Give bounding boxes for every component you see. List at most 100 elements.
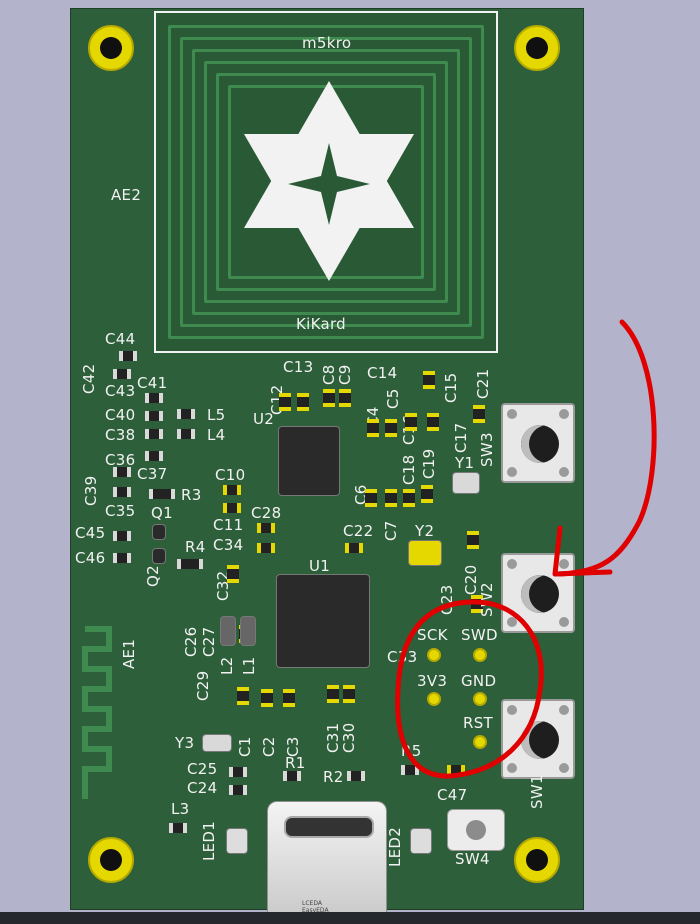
capacitor [421, 485, 433, 503]
label-c24: C24 [187, 779, 218, 797]
antenna-coil [204, 61, 448, 303]
push-button-sw4[interactable] [447, 809, 505, 851]
logo-line: EasyEDA [302, 907, 329, 914]
label-c13: C13 [283, 358, 314, 376]
label-l3: L3 [171, 800, 190, 818]
crystal-y1 [453, 473, 479, 493]
capacitor [145, 393, 163, 403]
button-pin [507, 617, 517, 627]
button-pin [559, 409, 569, 419]
annotation-arrowhead [552, 525, 613, 577]
led-2 [411, 829, 431, 853]
test-pad-sck [427, 648, 441, 662]
inductor [177, 429, 195, 439]
label-l5: L5 [207, 406, 226, 424]
push-button-sw2[interactable] [501, 553, 575, 633]
hexagram-logo [244, 81, 414, 281]
capacitor [113, 553, 131, 563]
nfc-antenna-area: m5kro KiKard [154, 11, 498, 353]
label-c38: C38 [105, 426, 136, 444]
push-button-sw3[interactable] [501, 403, 575, 483]
capacitor [423, 371, 435, 389]
label-r1: R1 [285, 754, 306, 772]
resistor [149, 489, 175, 499]
label-c22: C22 [343, 522, 374, 540]
capacitor [365, 489, 377, 507]
pad-label-gnd: GND [461, 672, 497, 690]
label-c14: C14 [367, 364, 398, 382]
pad-label-swd: SWD [461, 626, 498, 644]
capacitor [405, 413, 417, 431]
capacitor [279, 393, 291, 411]
mounting-hole-top-right [514, 25, 560, 71]
label-c25: C25 [187, 760, 218, 778]
button-pin [559, 763, 569, 773]
pad-label-sck: SCK [417, 626, 448, 644]
label-u2: U2 [253, 410, 275, 428]
capacitor [113, 467, 131, 477]
resistor [283, 771, 301, 781]
capacitor [223, 485, 241, 495]
capacitor [427, 413, 439, 431]
test-pad-rst [473, 735, 487, 749]
button-pin [507, 705, 517, 715]
capacitor [223, 503, 241, 513]
capacitor [145, 411, 163, 421]
label-c45: C45 [75, 524, 106, 542]
usb-c-connector: LCEDA EasyEDA [267, 801, 387, 921]
capacitor [227, 565, 239, 583]
label-c43: C43 [105, 382, 136, 400]
capacitor [385, 489, 397, 507]
capacitor [145, 451, 163, 461]
button-pin [507, 467, 517, 477]
easyeda-logo: LCEDA EasyEDA [302, 900, 329, 914]
label-l4: L4 [207, 426, 226, 444]
capacitor [473, 405, 485, 423]
antenna-top-label: m5kro [302, 34, 352, 52]
button-pin [507, 763, 517, 773]
label-u1: U1 [309, 557, 331, 575]
resistor [401, 765, 419, 775]
label-c35: C35 [105, 502, 136, 520]
capacitor [113, 487, 131, 497]
led-1 [227, 829, 247, 853]
annotation-circle [395, 599, 544, 779]
capacitor [113, 369, 131, 379]
crystal-y2 [409, 541, 441, 565]
logo-line: LCEDA [302, 900, 322, 907]
antenna-side-label: AE2 [111, 186, 142, 204]
capacitor [447, 765, 465, 775]
capacitor [229, 785, 247, 795]
capacitor [297, 393, 309, 411]
antenna-coil [168, 25, 484, 339]
button-knob [521, 575, 559, 613]
pcb-board: m5kro KiKard AE2 U2 U1 C44 C42 C43 C41 C… [70, 8, 584, 921]
label-y3: Y3 [175, 734, 195, 752]
test-pad-swd [473, 648, 487, 662]
capacitor [113, 531, 131, 541]
mounting-hole-top-left [88, 25, 134, 71]
button-pin [559, 559, 569, 569]
capacitor [145, 429, 163, 439]
label-y2: Y2 [415, 522, 435, 540]
capacitor [403, 489, 415, 507]
label-c44: C44 [105, 330, 136, 348]
button-pin [559, 467, 569, 477]
mounting-hole-bottom-right [514, 837, 560, 883]
label-r3: R3 [181, 486, 202, 504]
capacitor [339, 389, 351, 407]
capacitor [327, 685, 339, 703]
label-r4: R4 [185, 538, 206, 556]
label-c46: C46 [75, 549, 106, 567]
capacitor [257, 523, 275, 533]
ic-u1 [277, 575, 369, 667]
capacitor [343, 685, 355, 703]
label-c37: C37 [137, 465, 168, 483]
transistor-q1 [153, 525, 165, 539]
label-c34: C34 [213, 536, 244, 554]
label-c10: C10 [215, 466, 246, 484]
chip-antenna-ae1 [82, 626, 112, 799]
capacitor [237, 687, 249, 705]
ic-u2 [279, 427, 339, 495]
